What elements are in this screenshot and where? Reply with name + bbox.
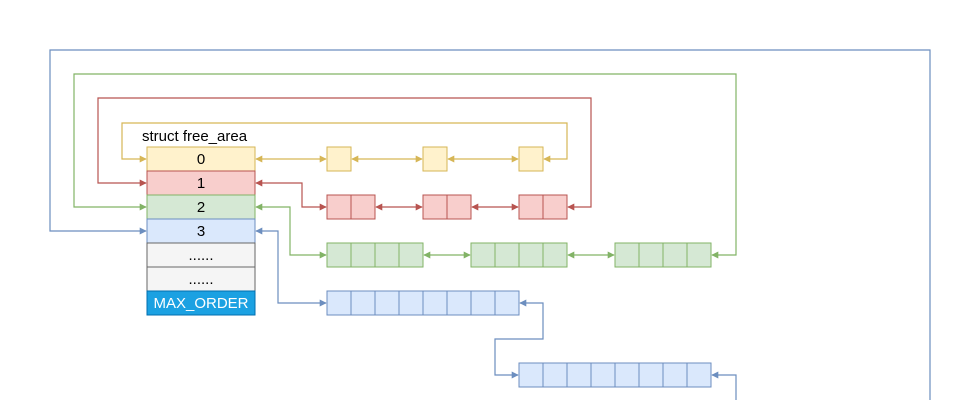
order-3-block-1f <box>446 290 472 316</box>
order-0-block-3 <box>518 146 544 172</box>
order-2-block-3b <box>638 242 664 268</box>
order-3-block-1c <box>374 290 400 316</box>
free-area-table: 0 1 2 3 ...... ...... MAX_ORDER <box>146 146 256 316</box>
order-3-block-1d <box>398 290 424 316</box>
order-2-list <box>73 73 737 268</box>
order-2-block-1a <box>326 242 352 268</box>
order-2-block-3a <box>614 242 640 268</box>
order-3-block-1h <box>494 290 520 316</box>
order-3-link-head <box>255 227 327 307</box>
order-3-block-1g <box>470 290 496 316</box>
row-4-label: ...... <box>188 247 213 264</box>
order-3-block-2h <box>686 362 712 388</box>
order-2-block-1b <box>350 242 376 268</box>
row-3-label: 3 <box>197 223 205 240</box>
order-2-block-3d <box>686 242 712 268</box>
order-1-link-head <box>255 179 327 211</box>
order-0-block-1 <box>326 146 352 172</box>
order-3-block-1e <box>422 290 448 316</box>
row-5-cell <box>146 266 256 292</box>
order-1-block-3b <box>542 194 568 220</box>
order-3-block-2a <box>518 362 544 388</box>
order-2-block-2a <box>470 242 496 268</box>
row-max-order-cell <box>146 290 256 316</box>
order-2-wrap-link <box>73 73 737 259</box>
order-2-block-3c <box>662 242 688 268</box>
order-3-block-2e <box>614 362 640 388</box>
order-3-block-2c <box>566 362 592 388</box>
row-5-label: ...... <box>188 271 213 288</box>
order-0-wrap-link <box>121 122 568 163</box>
order-1-block-2a <box>422 194 448 220</box>
order-3-block-2f <box>638 362 664 388</box>
order-3-link-2 <box>711 371 737 400</box>
order-1-block-3a <box>518 194 544 220</box>
order-3-list <box>49 49 931 400</box>
row-max-order-label: MAX_ORDER <box>153 295 248 312</box>
order-1-block-1a <box>326 194 352 220</box>
order-3-block-2b <box>542 362 568 388</box>
row-2-label: 2 <box>197 199 205 216</box>
order-2-block-2b <box>494 242 520 268</box>
order-2-block-2c <box>518 242 544 268</box>
order-2-block-1c <box>374 242 400 268</box>
order-3-wrap-link <box>49 49 931 400</box>
order-3-block-1a <box>326 290 352 316</box>
order-1-block-1b <box>350 194 376 220</box>
row-0-label: 0 <box>197 151 205 168</box>
order-3-link-1 <box>494 299 544 379</box>
struct-title: struct free_area <box>142 128 248 145</box>
order-2-block-1d <box>398 242 424 268</box>
order-3-block-1b <box>350 290 376 316</box>
order-3-block-2d <box>590 362 616 388</box>
order-2-block-2d <box>542 242 568 268</box>
order-1-block-2b <box>446 194 472 220</box>
order-3-block-2g <box>662 362 688 388</box>
order-0-list <box>121 122 568 172</box>
row-1-label: 1 <box>197 175 205 192</box>
order-0-block-2 <box>422 146 448 172</box>
